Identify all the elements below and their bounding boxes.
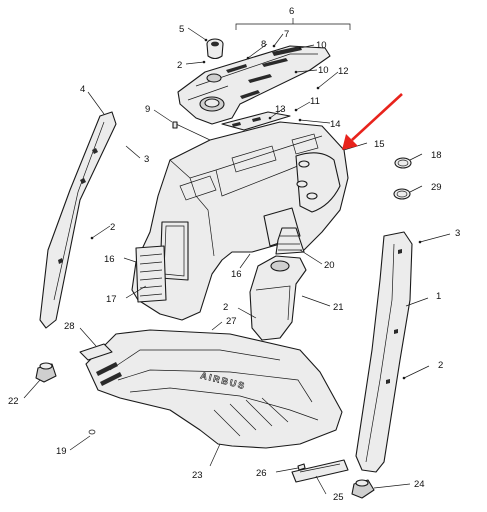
callout-28: 28 <box>64 321 75 332</box>
part-22-clip <box>35 362 57 383</box>
callout-5: 5 <box>179 24 184 35</box>
red-indicator-arrow <box>342 93 403 150</box>
callout-8: 8 <box>261 39 266 50</box>
part-21-console <box>249 255 307 341</box>
part-24-clip <box>351 479 375 499</box>
callout-18: 18 <box>431 150 442 161</box>
callout-7: 7 <box>284 29 289 40</box>
part-13-strip <box>221 111 291 131</box>
callout-2d: 2 <box>438 360 443 371</box>
callout-14: 14 <box>330 119 341 130</box>
callout-23: 23 <box>192 470 203 481</box>
part-23-floor-mat: AIRBUS <box>85 329 343 449</box>
callout-12: 12 <box>338 66 349 77</box>
callout-26: 26 <box>256 468 267 479</box>
callout-27: 27 <box>226 316 237 327</box>
part-25-sill-strip <box>291 459 349 483</box>
part-19-ring <box>88 429 96 435</box>
callout-3b: 3 <box>455 228 460 239</box>
part-29-ring <box>393 188 411 200</box>
callout-6: 6 <box>289 6 294 17</box>
callout-22: 22 <box>8 396 19 407</box>
callout-16b: 16 <box>231 269 242 280</box>
part-5-cap <box>206 38 224 60</box>
callout-3a: 3 <box>144 154 149 165</box>
part-26-screw <box>297 463 306 471</box>
group-6-bracket <box>235 23 351 30</box>
callout-2b: 2 <box>110 222 115 233</box>
callout-9: 9 <box>145 104 150 115</box>
callout-21: 21 <box>333 302 344 313</box>
callout-10a: 10 <box>316 40 327 51</box>
callout-2c: 2 <box>223 302 228 313</box>
part-28-pad <box>79 343 113 361</box>
callout-19: 19 <box>56 446 67 457</box>
main-hood-body <box>131 121 349 321</box>
callout-24: 24 <box>414 479 425 490</box>
callout-17: 17 <box>106 294 117 305</box>
upper-panel-assembly <box>177 45 331 125</box>
callout-4: 4 <box>80 84 85 95</box>
leader-lines <box>23 27 451 495</box>
right-trim-panel <box>355 231 413 473</box>
part-18-ring <box>394 157 412 169</box>
callout-15: 15 <box>374 139 385 150</box>
callout-25: 25 <box>333 492 344 503</box>
callout-1: 1 <box>436 291 441 302</box>
part-20-boot <box>275 227 305 255</box>
callout-11: 11 <box>310 96 320 107</box>
callout-29: 29 <box>431 182 442 193</box>
callout-20: 20 <box>324 260 335 271</box>
callout-13: 13 <box>275 104 286 115</box>
left-trim-panel <box>39 111 117 329</box>
part-9-screw <box>172 121 178 129</box>
callout-16a: 16 <box>104 254 115 265</box>
callout-10b: 10 <box>318 65 329 76</box>
part-16-grille <box>135 245 167 303</box>
callout-2a: 2 <box>177 60 182 71</box>
